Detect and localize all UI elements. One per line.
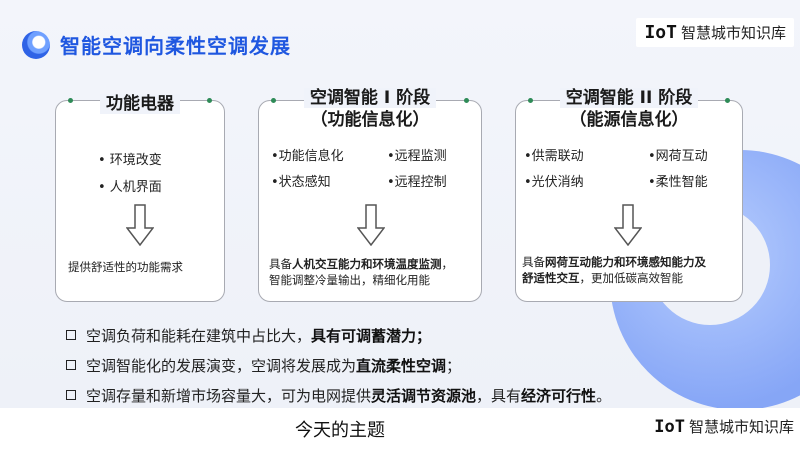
key-point: 空调负荷和能耗在建筑中占比大，具有可调蓄潜力； — [66, 320, 611, 350]
card-dot — [207, 98, 212, 103]
card-description: 提供舒适性的功能需求 — [68, 260, 183, 274]
card-bullet: •远程监测 — [387, 149, 447, 164]
checkbox-square-icon — [66, 360, 76, 370]
card-bullet: •光伏消纳 — [524, 175, 584, 190]
title-logo-icon — [22, 30, 50, 59]
card-bullet: •网荷互动 — [648, 149, 708, 164]
slide: 智能空调向柔性空调发展 IoT 智慧城市知识库 功能电器 • 环境改变 • 人机… — [0, 0, 800, 408]
slide-title: 智能空调向柔性空调发展 — [60, 34, 291, 58]
video-subtitle: 今天的主题 — [295, 420, 385, 441]
down-arrow-icon — [614, 204, 642, 246]
card-bullet: •功能信息化 — [271, 149, 344, 164]
iot-logo-icon: IoT — [644, 22, 677, 43]
card-heading: 空调智能 II 阶段 （能源信息化） — [516, 87, 742, 131]
checkbox-square-icon — [66, 390, 76, 400]
key-points-list: 空调负荷和能耗在建筑中占比大，具有可调蓄潜力； 空调智能化的发展演变，空调将发展… — [66, 320, 611, 408]
card-stage-two: 空调智能 II 阶段 （能源信息化） •供需联动 •网荷互动 •光伏消纳 •柔性… — [515, 88, 743, 302]
watermark-text: 智慧城市知识库 — [680, 24, 786, 42]
card-bullet: • 人机界面 — [98, 180, 162, 195]
card-bullet: •远程控制 — [387, 175, 447, 190]
down-arrow-icon — [126, 204, 154, 246]
card-dot — [725, 98, 730, 103]
card-function-appliance: 功能电器 • 环境改变 • 人机界面 提供舒适性的功能需求 — [55, 94, 225, 302]
card-bullet: •状态感知 — [271, 175, 331, 190]
slide-title-row: 智能空调向柔性空调发展 — [22, 30, 291, 59]
watermark-text: 智慧城市知识库 — [688, 418, 794, 436]
down-arrow-icon — [357, 204, 385, 246]
card-dot — [528, 98, 533, 103]
card-dot — [271, 98, 276, 103]
card-description: 具备人机交互能力和环境温度监测， 智能调整冷量输出，精细化用能 — [269, 257, 453, 287]
card-heading: 功能电器 — [56, 89, 224, 114]
key-point: 空调存量和新增市场容量大，可为电网提供灵活调节资源池，具有经济可行性。 — [66, 380, 611, 408]
card-bullet: • 环境改变 — [98, 153, 162, 168]
checkbox-square-icon — [66, 330, 76, 340]
card-stage-one: 空调智能 I 阶段 （功能信息化） •功能信息化 •远程监测 •状态感知 •远程… — [258, 88, 482, 302]
card-dot — [68, 98, 73, 103]
card-bullet: •柔性智能 — [648, 175, 708, 190]
card-bullet: •供需联动 — [524, 149, 584, 164]
card-heading: 空调智能 I 阶段 （功能信息化） — [259, 87, 481, 131]
card-description: 具备网荷互动能力和环境感知能力及 舒适性交互，更加低碳高效智能 — [522, 255, 706, 285]
watermark-top: IoT 智慧城市知识库 — [636, 18, 794, 47]
iot-logo-icon: IoT — [654, 416, 685, 437]
key-point: 空调智能化的发展演变，空调将发展成为直流柔性空调； — [66, 350, 611, 380]
card-dot — [464, 98, 469, 103]
watermark-bottom: IoT 智慧城市知识库 — [654, 416, 794, 437]
